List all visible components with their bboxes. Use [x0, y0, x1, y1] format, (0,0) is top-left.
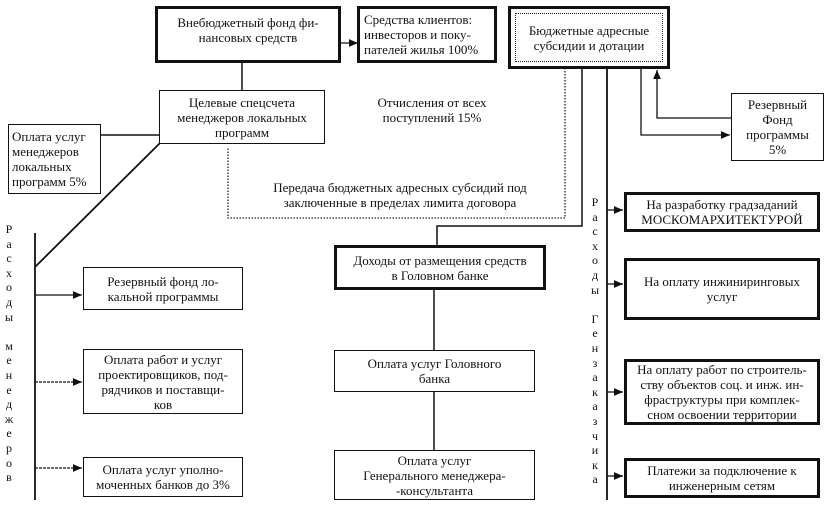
contractor-payments-box: Оплата работ и услуг проектировщиков, по… — [83, 349, 243, 414]
urban-tasks-text: На разработку градзаданий МОСКОМАРХИТЕКТ… — [641, 197, 803, 227]
head-bank-services-box: Оплата услуг Головного банка — [334, 350, 535, 392]
client-funds-box: Средства клиентов: инвесторов и поку- па… — [357, 6, 497, 63]
head-bank-services-text: Оплата услуг Головного банка — [367, 356, 502, 386]
target-accounts-box: Целевые спецсчета менеджеров локальных п… — [159, 90, 325, 144]
authorized-banks-text: Оплата услуг уполно- моченных банков до … — [96, 462, 230, 492]
engineering-services-text: На оплату инжиниринговых услуг — [643, 274, 801, 304]
local-reserve-fund-text: Резервный фонд ло- кальной программы — [107, 273, 219, 304]
contractor-payments-text: Оплата работ и услуг проектировщиков, по… — [98, 351, 228, 412]
general-customer-expenses-label: Р а с х о д ы Г е н з а к а з ч и к а — [590, 195, 600, 487]
engineering-services-box: На оплату инжиниринговых услуг — [624, 258, 820, 320]
client-funds-text: Средства клиентов: инвесторов и поку- па… — [364, 12, 479, 57]
local-reserve-fund-box: Резервный фонд ло- кальной программы — [83, 267, 243, 310]
manager-fees-box: Оплата услуг менеджеров локальных програ… — [8, 124, 101, 194]
general-manager-box: Оплата услуг Генерального менеджера- -ко… — [334, 450, 535, 500]
network-connection-text: Платежи за подключение к инженерным сетя… — [647, 463, 797, 493]
transfer-label: Передача бюджетных адресных субсидий под… — [273, 180, 527, 210]
infrastructure-text: На оплату работ по строитель- ству объек… — [637, 362, 807, 422]
extrabudget-fund-text: Внебюджетный фонд фи- нансовых средств — [177, 15, 319, 45]
urban-tasks-box: На разработку градзаданий МОСКОМАРХИТЕКТ… — [624, 192, 820, 232]
authorized-banks-box: Оплата услуг уполно- моченных банков до … — [83, 457, 243, 497]
infrastructure-box: На оплату работ по строитель- ству объек… — [624, 359, 820, 425]
target-accounts-text: Целевые спецсчета менеджеров локальных п… — [177, 94, 307, 140]
arrow-budget-to-reserve — [640, 68, 730, 139]
head-bank-income-box: Доходы от размещения средств в Головном … — [334, 245, 546, 290]
line-budget-to-head-bank — [436, 68, 583, 246]
deductions-label: Отчисления от всех поступлений 15% — [377, 95, 487, 125]
budget-subsidies-inner: Бюджетные адресные субсидии и дотации — [515, 13, 663, 62]
line-target-to-spine — [34, 142, 161, 268]
dotted-transfer-line — [227, 68, 566, 219]
reserve-fund-program-text: Резервный Фонд программы 5% — [746, 97, 809, 157]
budget-subsidies-text: Бюджетные адресные субсидии и дотации — [528, 22, 650, 53]
managers-expenses-label: Р а с х о д ы м е н е д ж е р о в — [4, 222, 14, 485]
head-bank-income-text: Доходы от размещения средств в Головном … — [353, 252, 527, 283]
manager-fees-text: Оплата услуг менеджеров локальных програ… — [12, 129, 87, 189]
general-manager-text: Оплата услуг Генерального менеджера- -ко… — [363, 452, 506, 498]
extrabudget-fund-box: Внебюджетный фонд фи- нансовых средств — [155, 6, 341, 63]
budget-subsidies-box: Бюджетные адресные субсидии и дотации — [508, 6, 670, 69]
arrow-reserve-to-budget — [653, 70, 732, 119]
reserve-fund-program-box: Резервный Фонд программы 5% — [731, 93, 824, 161]
network-connection-box: Платежи за подключение к инженерным сетя… — [624, 458, 820, 498]
